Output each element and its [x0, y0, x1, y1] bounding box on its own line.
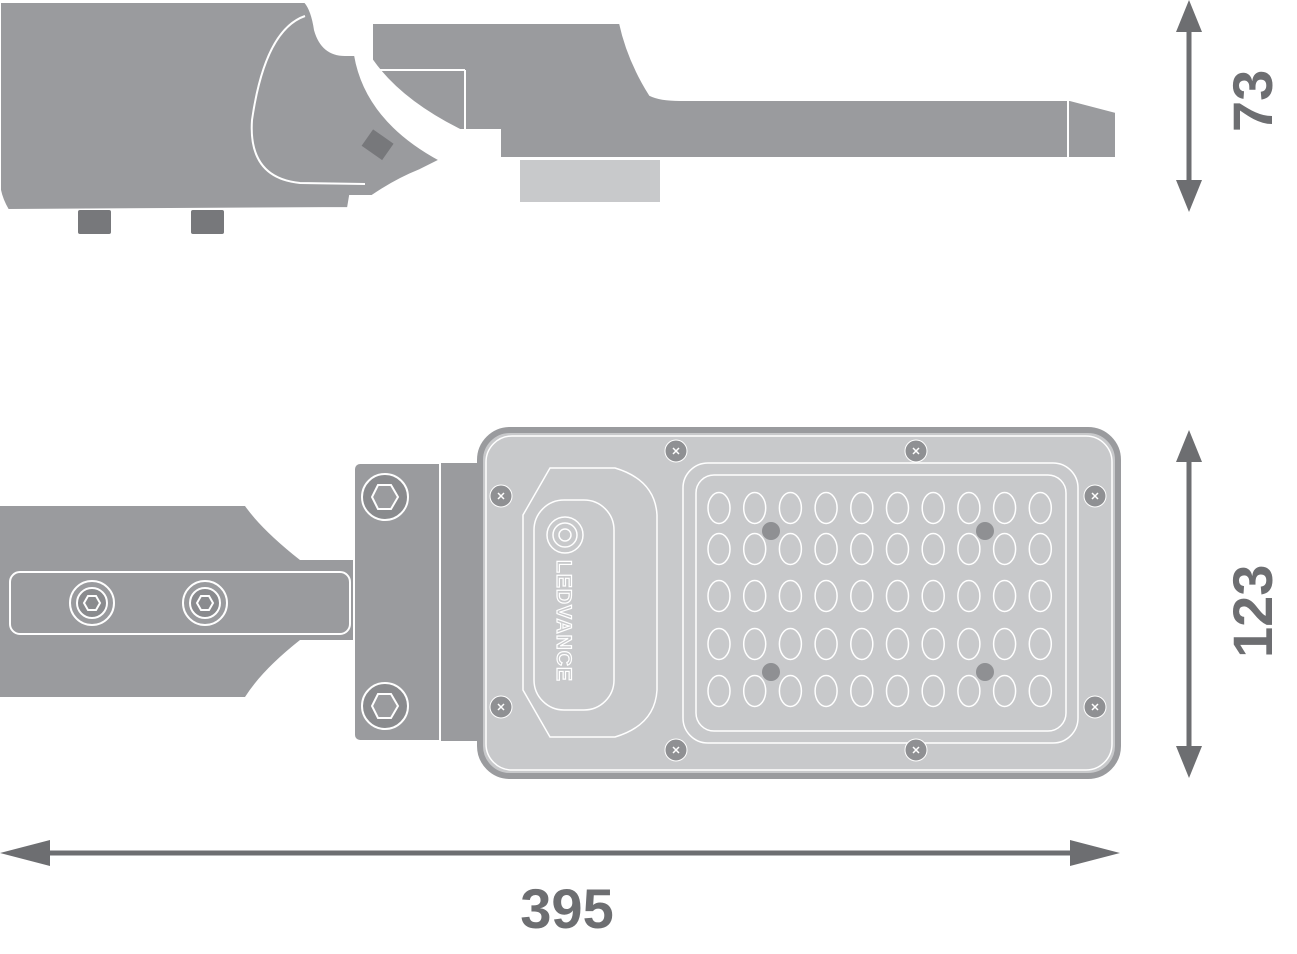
led-lens [742, 674, 767, 708]
led-lens [742, 627, 767, 661]
plate-nut-top [361, 473, 409, 521]
screw-icon [904, 439, 928, 463]
led-lens [814, 674, 838, 708]
led-lens [707, 674, 731, 708]
led-lens [850, 532, 874, 566]
side-view-bracket-clip [361, 129, 394, 161]
screw-icon [489, 484, 513, 508]
mounting-hinge [439, 461, 481, 743]
led-lens [778, 491, 803, 525]
led-lens [814, 627, 838, 661]
screw-icon [1083, 695, 1107, 719]
side-view-mount-body [0, 1, 443, 212]
driver-cover [522, 467, 658, 738]
led-lens [921, 532, 945, 566]
screw-icon [489, 695, 513, 719]
screw-icon [1083, 484, 1107, 508]
led-lens [921, 579, 945, 613]
housing-screws [489, 439, 1107, 762]
led-lens [778, 532, 803, 566]
side-view-mount-inner-outline [250, 15, 366, 185]
ledvance-logo-text: LEDVANCE [552, 560, 575, 682]
led-lens [1028, 579, 1053, 613]
led-lens [885, 532, 910, 566]
led-lens [778, 579, 803, 613]
top-view-arm-slot [9, 571, 351, 635]
led-lens [850, 627, 874, 661]
side-view-head-body [371, 22, 1117, 159]
led-lens [885, 627, 910, 661]
led-lens [957, 674, 981, 708]
led-lens [957, 532, 981, 566]
led-lens [992, 579, 1017, 613]
led-lens [742, 579, 767, 613]
led-lens [778, 627, 803, 661]
led-lens [957, 491, 981, 525]
led-lens [742, 491, 767, 525]
led-board-screw [762, 522, 780, 540]
led-lens [814, 532, 838, 566]
side-view [0, 1, 1117, 234]
side-view-driver-box [520, 160, 660, 202]
led-lens [957, 579, 981, 613]
plate-nut-bottom [361, 682, 409, 730]
dimension-width-123: 123 [1176, 430, 1284, 778]
side-view-bolt-2 [191, 210, 224, 234]
led-lens [921, 674, 945, 708]
led-lens [885, 674, 910, 708]
hex-bolt-2 [182, 580, 228, 626]
dimension-label-123: 123 [1221, 565, 1284, 658]
dimension-length-395: 395 [0, 840, 1120, 940]
screw-icon [664, 738, 688, 762]
led-lens [1028, 491, 1053, 525]
led-lens [885, 491, 910, 525]
led-lens [707, 491, 731, 525]
led-lens [850, 579, 874, 613]
hex-bolt-1 [69, 580, 115, 626]
dimension-height-73: 73 [1176, 0, 1284, 212]
led-board-screw [976, 663, 994, 681]
led-board-screw [762, 663, 780, 681]
led-lens [992, 532, 1017, 566]
led-board-screw [976, 522, 994, 540]
led-lens [1028, 627, 1053, 661]
led-lens [992, 627, 1017, 661]
led-lens [742, 532, 767, 566]
screw-icon [904, 738, 928, 762]
led-lens [992, 674, 1017, 708]
led-lens [707, 627, 731, 661]
led-lens [921, 627, 945, 661]
dimension-label-395: 395 [520, 877, 613, 940]
led-lens [850, 674, 874, 708]
led-lens [814, 579, 838, 613]
led-lens [885, 579, 910, 613]
led-lens [778, 674, 803, 708]
led-lens [1028, 674, 1053, 708]
led-lens [707, 579, 731, 613]
led-panel [682, 462, 1079, 744]
led-lens [707, 532, 731, 566]
led-lens [957, 627, 981, 661]
dimension-label-73: 73 [1221, 70, 1284, 132]
side-view-bolt-1 [78, 210, 111, 234]
led-lens [992, 491, 1017, 525]
led-lens [814, 491, 838, 525]
ledvance-logo: LEDVANCE [546, 516, 584, 683]
led-lens [921, 491, 945, 525]
top-view: LEDVANCE [0, 427, 1121, 779]
screw-icon [664, 439, 688, 463]
led-lens [1028, 532, 1053, 566]
led-lens [850, 491, 874, 525]
led-array [707, 491, 1053, 708]
